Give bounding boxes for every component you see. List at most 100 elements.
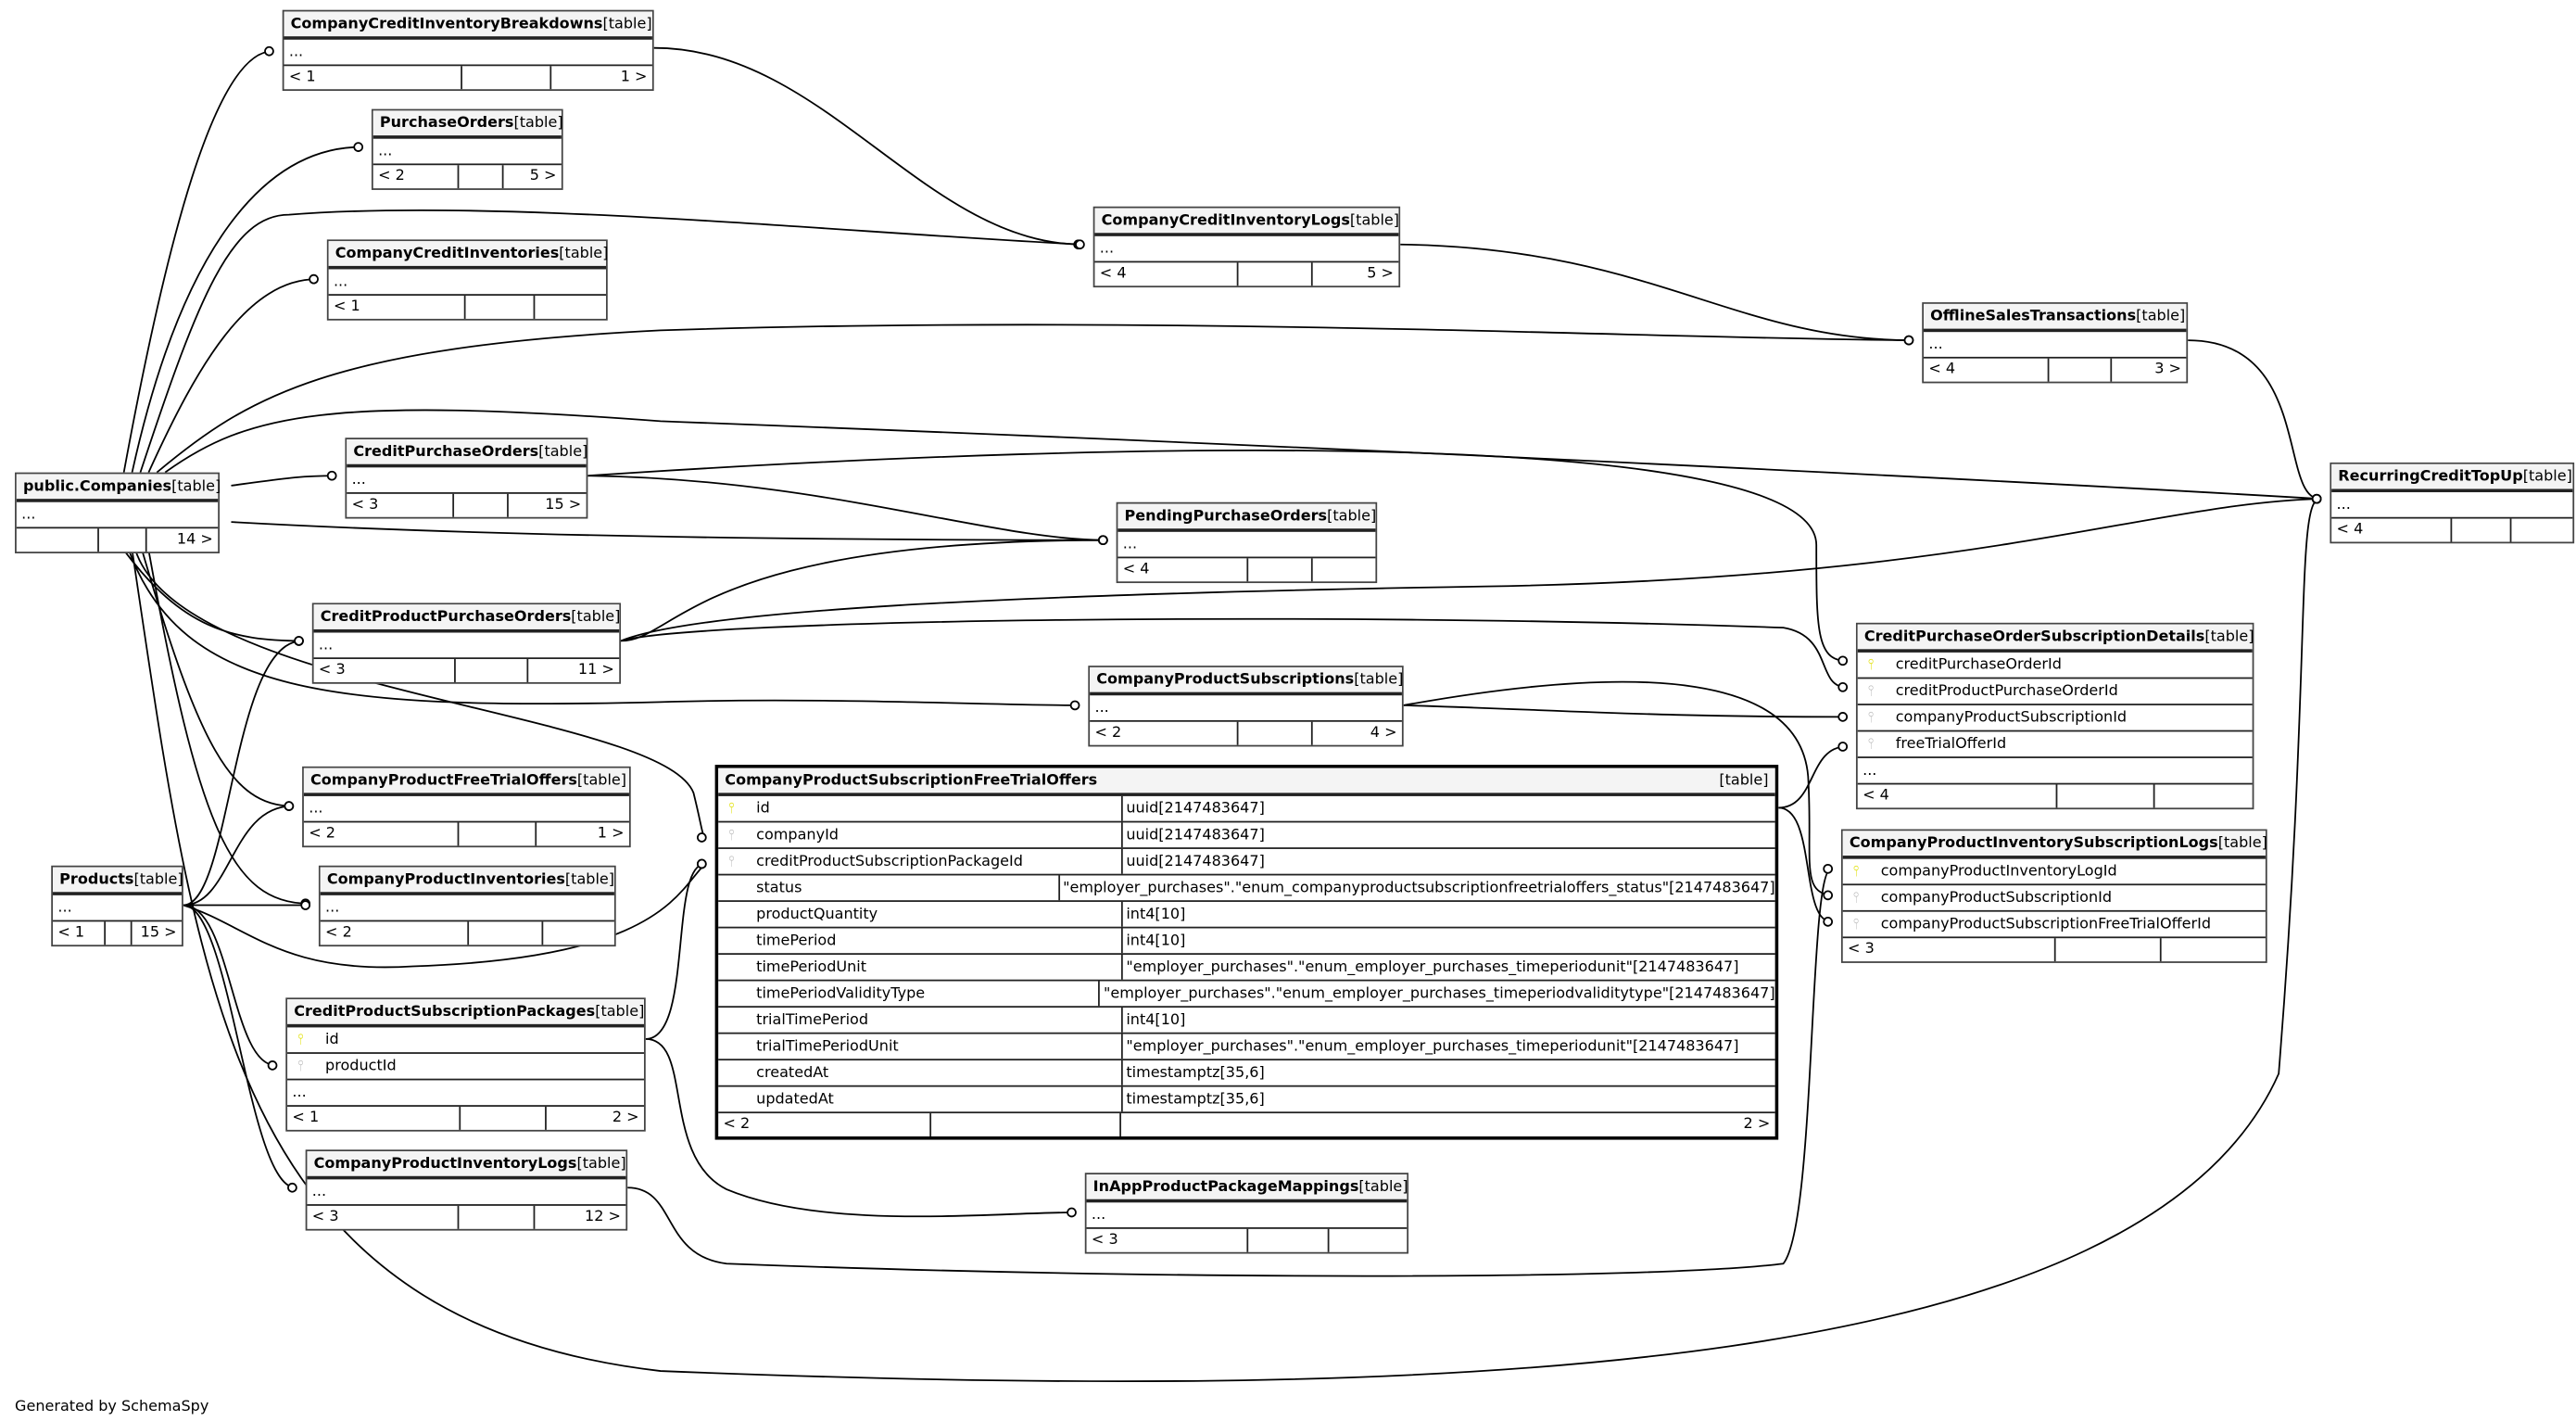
table-header[interactable]: CompanyProductFreeTrialOffers[table] <box>303 768 629 796</box>
table-header[interactable]: Products[table] <box>53 867 183 895</box>
more-columns-row[interactable]: ... <box>16 502 219 529</box>
table-node[interactable]: public.Companies[table]...14 > <box>15 472 221 553</box>
children-count-link[interactable]: 3 > <box>2110 358 2186 382</box>
table-header[interactable]: CompanyProductInventorySubscriptionLogs[… <box>1842 831 2267 859</box>
children-count-link[interactable] <box>540 921 614 945</box>
table-header[interactable]: CreditProductPurchaseOrders[table] <box>313 604 620 633</box>
parents-count-link[interactable]: < 3 <box>1091 1232 1118 1250</box>
table-header[interactable]: PendingPurchaseOrders[table] <box>1118 503 1376 532</box>
column-row[interactable]: ⫯companyProductInventoryLogId <box>1842 859 2266 886</box>
table-name[interactable]: CompanyProductSubscriptions <box>1096 671 1355 689</box>
table-name[interactable]: CompanyCreditInventories <box>335 245 560 262</box>
children-count-link[interactable]: 1 > <box>549 66 652 90</box>
parents-count-link[interactable]: < 2 <box>309 826 335 843</box>
children-count-link[interactable]: 1 > <box>535 822 629 846</box>
parents-count-link[interactable]: < 1 <box>292 1110 320 1127</box>
parents-count-link[interactable]: < 4 <box>1122 561 1150 578</box>
parents-count-link[interactable]: < 1 <box>333 298 360 316</box>
table-node[interactable]: InAppProductPackageMappings[table]... < 3 <box>1084 1173 1409 1254</box>
parents-count-link[interactable]: < 3 <box>318 662 346 679</box>
table-node[interactable]: CompanyProductInventorySubscriptionLogs[… <box>1840 829 2267 963</box>
parents-count-link[interactable]: < 4 <box>1863 788 1889 805</box>
table-name[interactable]: CompanyProductSubscriptionFreeTrialOffer… <box>725 772 1098 789</box>
more-columns-row[interactable]: ... <box>1094 236 1399 263</box>
table-node[interactable]: CompanyProductInventoryLogs[table]...< 3… <box>305 1149 628 1231</box>
column-row[interactable]: ⫯timePeriodValidityType"employer_purchas… <box>718 981 1775 1009</box>
table-name[interactable]: RecurringCreditTopUp <box>2338 468 2523 486</box>
more-columns-row[interactable]: ... <box>1090 695 1402 722</box>
column-row[interactable]: ⫯companyProductSubscriptionId <box>1842 885 2266 912</box>
parents-count-link[interactable]: < 3 <box>351 497 379 514</box>
parents-count-link[interactable]: < 2 <box>378 168 405 185</box>
table-node[interactable]: CompanyProductFreeTrialOffers[table]... <… <box>302 766 631 848</box>
more-columns-row[interactable]: ... <box>1857 758 2253 785</box>
table-header[interactable]: public.Companies[table] <box>16 474 221 502</box>
children-count-link[interactable]: 14 > <box>145 528 218 552</box>
more-columns-row[interactable]: ... <box>1086 1202 1408 1229</box>
table-name[interactable]: CompanyCreditInventoryLogs <box>1101 211 1350 229</box>
children-count-link[interactable] <box>1310 558 1375 582</box>
column-row[interactable]: ⫯creditProductPurchaseOrderId <box>1857 679 2253 705</box>
table-header[interactable]: InAppProductPackageMappings[table] <box>1086 1174 1408 1203</box>
children-count-link[interactable]: 15 > <box>507 493 586 517</box>
children-count-link[interactable]: 11 > <box>527 659 619 682</box>
table-node[interactable]: CompanyProductSubscriptionFreeTrialOffer… <box>714 765 1779 1140</box>
table-node[interactable]: CreditProductPurchaseOrders[table]... < 3… <box>311 603 622 684</box>
table-name[interactable]: CompanyCreditInventoryBreakdowns <box>290 15 603 32</box>
parents-count-link[interactable]: < 2 <box>325 924 352 942</box>
table-header[interactable]: RecurringCreditTopUp[table] <box>2331 463 2573 493</box>
table-name[interactable]: CompanyProductInventories <box>326 871 565 888</box>
more-columns-row[interactable]: ... <box>1118 532 1376 559</box>
table-node[interactable]: RecurringCreditTopUp[table]...< 4 <box>2330 462 2575 544</box>
column-row[interactable]: ⫯creditPurchaseOrderId <box>1857 653 2253 679</box>
parents-count-link[interactable]: < 1 <box>57 924 85 942</box>
parents-count-link[interactable]: < 2 <box>723 1116 751 1134</box>
table-header[interactable]: CreditPurchaseOrders[table] <box>347 439 587 468</box>
children-count-link[interactable] <box>2159 938 2266 962</box>
table-header[interactable]: CompanyProductInventoryLogs[table] <box>307 1151 626 1180</box>
column-row[interactable]: ⫯companyProductSubscriptionId <box>1857 705 2253 732</box>
column-row[interactable]: ⫯companyProductSubscriptionFreeTrialOffe… <box>1842 912 2266 939</box>
table-node[interactable]: CompanyCreditInventories[table]... < 1 <box>326 239 608 321</box>
table-header[interactable]: CreditProductSubscriptionPackages[table] <box>287 999 644 1028</box>
table-name[interactable]: PendingPurchaseOrders <box>1124 507 1328 525</box>
parents-count-link[interactable]: < 4 <box>2336 522 2364 539</box>
more-columns-row[interactable]: ... <box>1924 332 2187 359</box>
table-name[interactable]: CreditPurchaseOrderSubscriptionDetails <box>1863 628 2205 645</box>
children-count-link[interactable]: 2 > <box>544 1106 644 1130</box>
column-row[interactable]: ⫯productId <box>287 1054 644 1081</box>
children-count-link[interactable] <box>1326 1228 1407 1252</box>
parents-count-link[interactable]: < 2 <box>1094 725 1122 742</box>
table-header[interactable]: OfflineSalesTransactions[table] <box>1924 303 2187 333</box>
more-columns-row[interactable]: ... <box>53 895 183 922</box>
children-count-link[interactable]: 4 > <box>1311 721 1402 745</box>
parents-count-link[interactable]: < 3 <box>1848 941 1875 958</box>
table-header[interactable]: PurchaseOrders[table] <box>373 110 563 139</box>
column-row[interactable]: ⫯timePeriodUnit"employer_purchases"."enu… <box>718 954 1775 982</box>
table-header[interactable]: CompanyCreditInventories[table] <box>328 241 608 270</box>
more-columns-row[interactable]: ... <box>347 467 587 494</box>
children-count-link[interactable]: 15 > <box>130 921 182 945</box>
table-name[interactable]: CreditProductPurchaseOrders <box>320 608 572 626</box>
parents-count-link[interactable]: < 3 <box>311 1209 339 1226</box>
parents-count-link[interactable]: < 4 <box>1099 265 1127 283</box>
table-name[interactable]: CompanyProductInventoryLogs <box>313 1155 577 1173</box>
children-count-link[interactable] <box>534 295 606 319</box>
table-node[interactable]: CreditPurchaseOrders[table]... < 3 15 > <box>345 438 588 519</box>
children-count-link[interactable] <box>2509 518 2573 542</box>
table-name[interactable]: CompanyProductInventorySubscriptionLogs <box>1849 834 2218 852</box>
more-columns-row[interactable]: ... <box>313 633 620 660</box>
table-name[interactable]: Products <box>59 871 134 888</box>
more-columns-row[interactable]: ... <box>303 796 629 823</box>
table-header[interactable]: CompanyCreditInventoryBreakdowns[table] <box>284 11 652 40</box>
table-name[interactable]: PurchaseOrders <box>379 114 514 132</box>
table-name[interactable]: CreditPurchaseOrders <box>353 443 539 461</box>
more-columns-row[interactable]: ... <box>328 269 606 296</box>
table-node[interactable]: CompanyProductSubscriptions[table]...< 2… <box>1088 666 1404 747</box>
